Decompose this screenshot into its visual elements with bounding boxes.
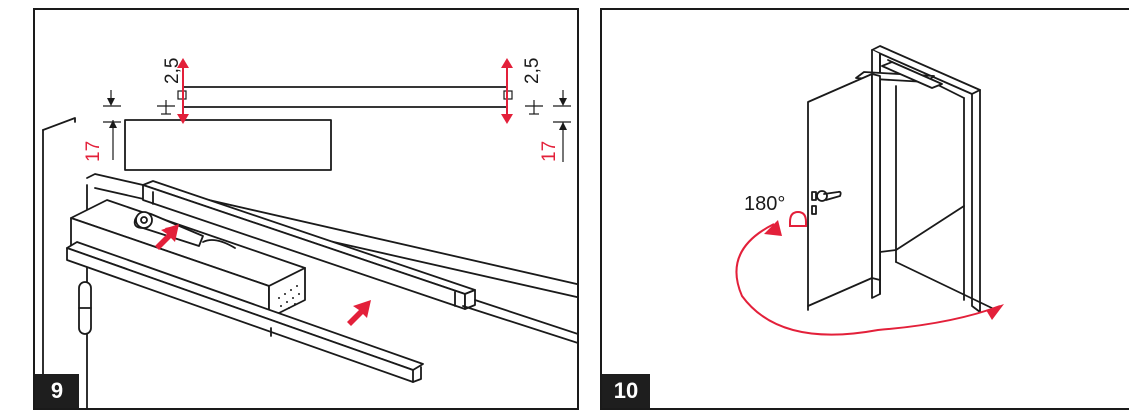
frame-top-corner (42, 117, 76, 131)
gap-dimension-left: 2,5 (162, 58, 183, 84)
door-stop-icon (789, 210, 807, 227)
offset-dimension-right-label: 17 (539, 141, 560, 162)
door-leaf (807, 73, 881, 311)
swing-angle-label: 180° (744, 193, 785, 215)
mount-arrow-icon (155, 224, 179, 250)
hinge-icon (78, 281, 92, 335)
dimension-arrow-icon (177, 58, 189, 124)
cover-plate (66, 241, 424, 383)
frame-rail-upper (86, 173, 577, 286)
figure-10-panel: 180° 10 (600, 8, 1129, 410)
door-handle-icon (816, 190, 842, 202)
mount-arrow-icon (347, 300, 371, 326)
figure-9-drawing: 2,5 2,5 17 17 (42, 58, 577, 408)
offset-dimension-left (103, 90, 175, 160)
offset-dimension-right (525, 90, 571, 162)
step-number-badge: 10 (602, 374, 650, 408)
dimension-arrow-icon (501, 58, 513, 124)
slide-rail (142, 180, 577, 344)
figure-10-drawing: 180° (735, 45, 1004, 336)
step-number-badge: 9 (35, 374, 79, 408)
swing-arc (735, 220, 1004, 336)
offset-dimension-left-label: 17 (83, 141, 104, 162)
gap-dimension-right: 2,5 (522, 58, 543, 84)
room-interior (879, 85, 997, 311)
figure-9-panel: 2,5 2,5 17 17 9 (33, 8, 579, 410)
hinge-icon (811, 191, 817, 215)
